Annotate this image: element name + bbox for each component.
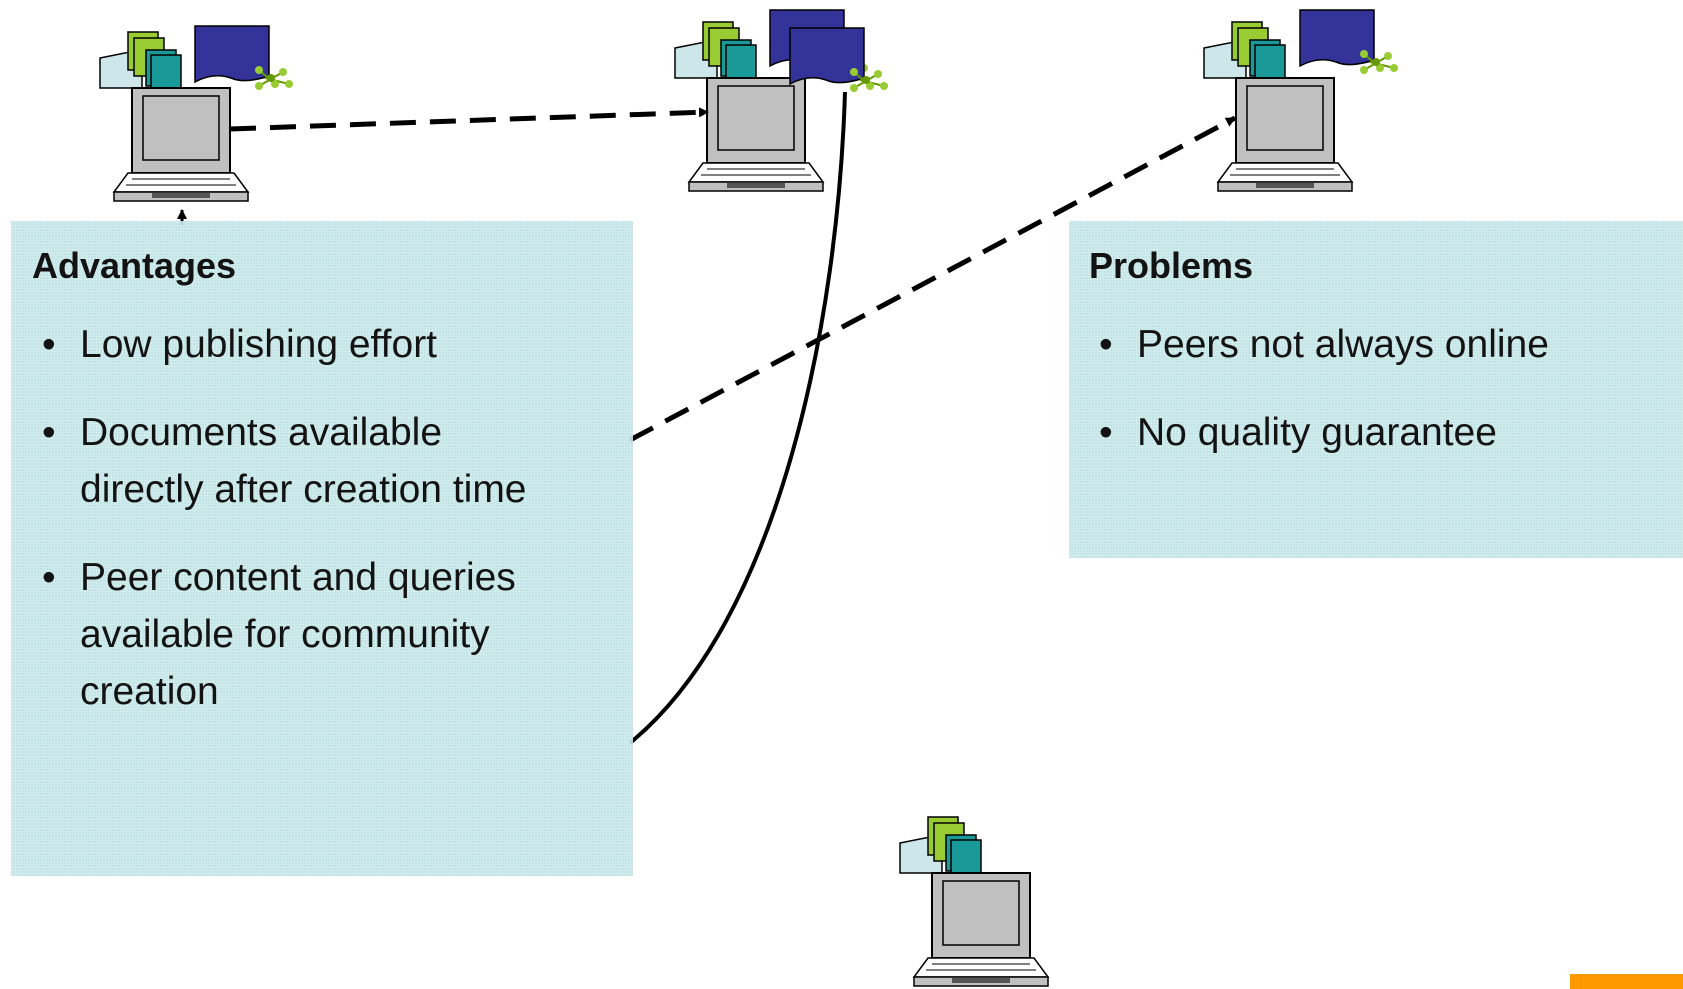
dashed-arrow-left-to-center <box>229 107 709 132</box>
accent-bar <box>1570 974 1683 989</box>
peer-top-center-computer-icon <box>674 9 889 192</box>
dashed-arrow-to-right-peer <box>628 115 1237 443</box>
peer-top-right-computer-icon <box>1203 9 1399 192</box>
problems-panel: Problems Peers not always online No qual… <box>1069 221 1683 558</box>
list-item: Peers not always online <box>1077 316 1677 373</box>
problems-title: Problems <box>1089 245 1254 286</box>
peer-bottom-center-computer-icon <box>899 816 1049 987</box>
list-item: No quality guarantee <box>1077 404 1677 461</box>
peer-top-left-computer-icon <box>99 25 294 202</box>
advantages-panel: Advantages Low publishing effort Documen… <box>11 221 633 876</box>
advantages-list: Low publishing effort Documents availabl… <box>20 285 620 720</box>
list-item: Documents available directly after creat… <box>20 404 550 518</box>
advantages-title: Advantages <box>32 245 237 286</box>
list-item: Low publishing effort <box>20 316 620 373</box>
solid-curve-center-peer <box>628 91 847 745</box>
problems-list: Peers not always online No quality guara… <box>1077 285 1677 461</box>
list-item: Peer content and queries available for c… <box>20 549 620 720</box>
